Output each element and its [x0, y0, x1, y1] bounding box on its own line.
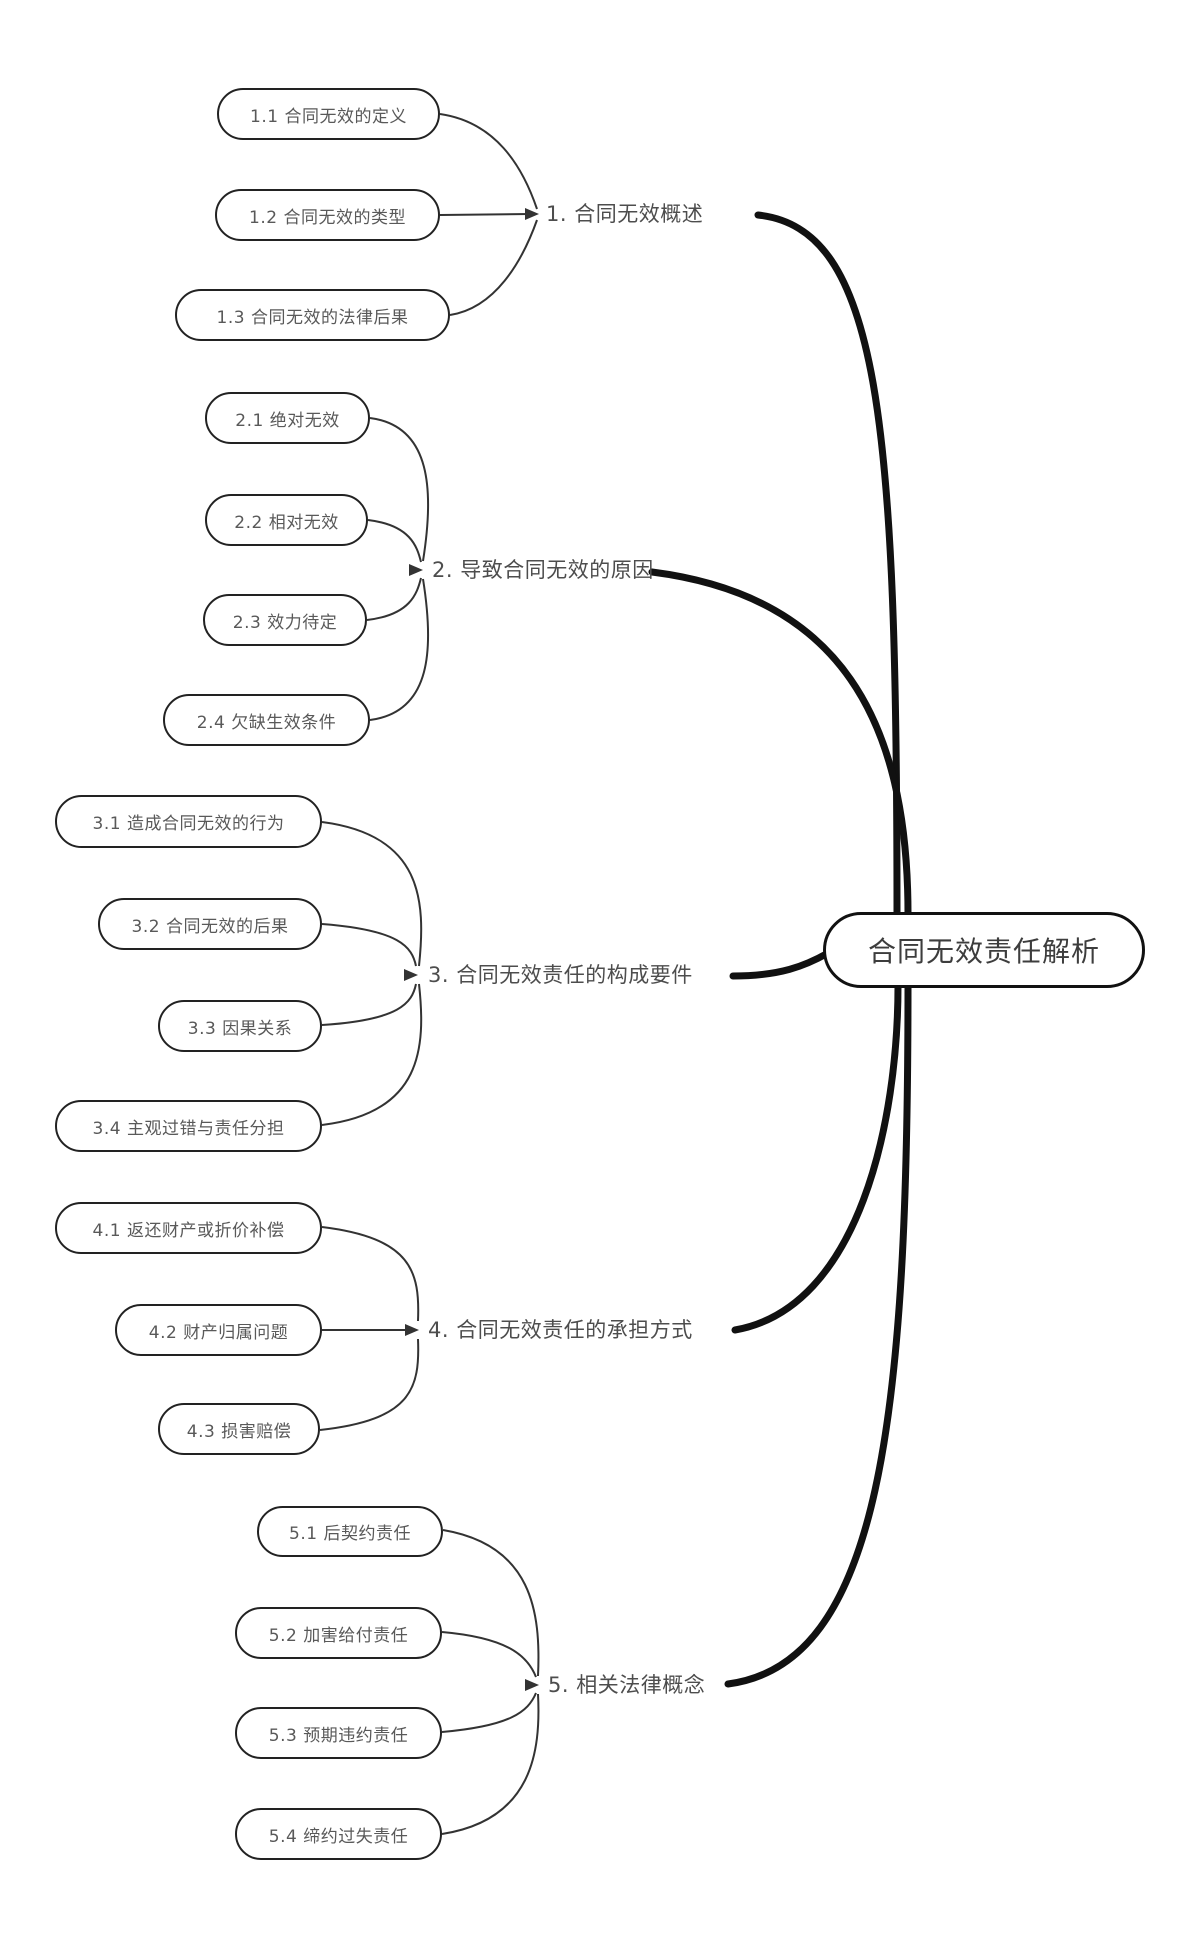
child-node-3-4[interactable]: 3.4 主观过错与责任分担	[55, 1100, 322, 1152]
child-node-4-3[interactable]: 4.3 损害赔偿	[158, 1403, 320, 1455]
child-node-1-3[interactable]: 1.3 合同无效的法律后果	[175, 289, 450, 341]
arrowhead-branch3	[404, 969, 418, 981]
child-node-5-3[interactable]: 5.3 预期违约责任	[235, 1707, 442, 1759]
branch-root-curves	[648, 211, 912, 1688]
child-node-2-2[interactable]: 2.2 相对无效	[205, 494, 368, 546]
branch-label-3[interactable]: 3. 合同无效责任的构成要件	[428, 963, 693, 987]
child-node-2-3[interactable]: 2.3 效力待定	[203, 594, 367, 646]
edge-branch1-root	[754, 211, 901, 918]
child-node-3-2[interactable]: 3.2 合同无效的后果	[98, 898, 322, 950]
edge-branch2-root	[648, 568, 912, 918]
child-node-2-4[interactable]: 2.4 欠缺生效条件	[163, 694, 370, 746]
junction-arrowheads	[404, 208, 539, 1691]
edge-branch3-root	[729, 949, 832, 980]
arrowhead-branch4	[405, 1324, 419, 1336]
child-branch-curves	[319, 113, 540, 1835]
child-node-4-1[interactable]: 4.1 返还财产或折价补偿	[55, 1202, 322, 1254]
branch-label-4[interactable]: 4. 合同无效责任的承担方式	[428, 1318, 693, 1342]
edge-branch4-root	[731, 982, 902, 1334]
child-node-4-2[interactable]: 4.2 财产归属问题	[115, 1304, 322, 1356]
branch-label-1[interactable]: 1. 合同无效概述	[546, 202, 704, 226]
child-node-5-4[interactable]: 5.4 缔约过失责任	[235, 1808, 442, 1860]
root-node[interactable]: 合同无效责任解析	[823, 912, 1145, 988]
arrowhead-branch1	[525, 208, 539, 220]
edge-branch5-root	[724, 982, 912, 1688]
arrowhead-branch5	[525, 1679, 539, 1691]
arrowhead-branch2	[409, 564, 423, 576]
child-node-3-3[interactable]: 3.3 因果关系	[158, 1000, 322, 1052]
branch-label-2[interactable]: 2. 导致合同无效的原因	[432, 558, 654, 582]
child-node-5-2[interactable]: 5.2 加害给付责任	[235, 1607, 442, 1659]
child-node-3-1[interactable]: 3.1 造成合同无效的行为	[55, 795, 322, 848]
child-node-1-1[interactable]: 1.1 合同无效的定义	[217, 88, 440, 140]
branch-label-5[interactable]: 5. 相关法律概念	[548, 1673, 706, 1697]
child-node-5-1[interactable]: 5.1 后契约责任	[257, 1506, 443, 1557]
child-node-1-2[interactable]: 1.2 合同无效的类型	[215, 189, 440, 241]
child-node-2-1[interactable]: 2.1 绝对无效	[205, 392, 370, 444]
